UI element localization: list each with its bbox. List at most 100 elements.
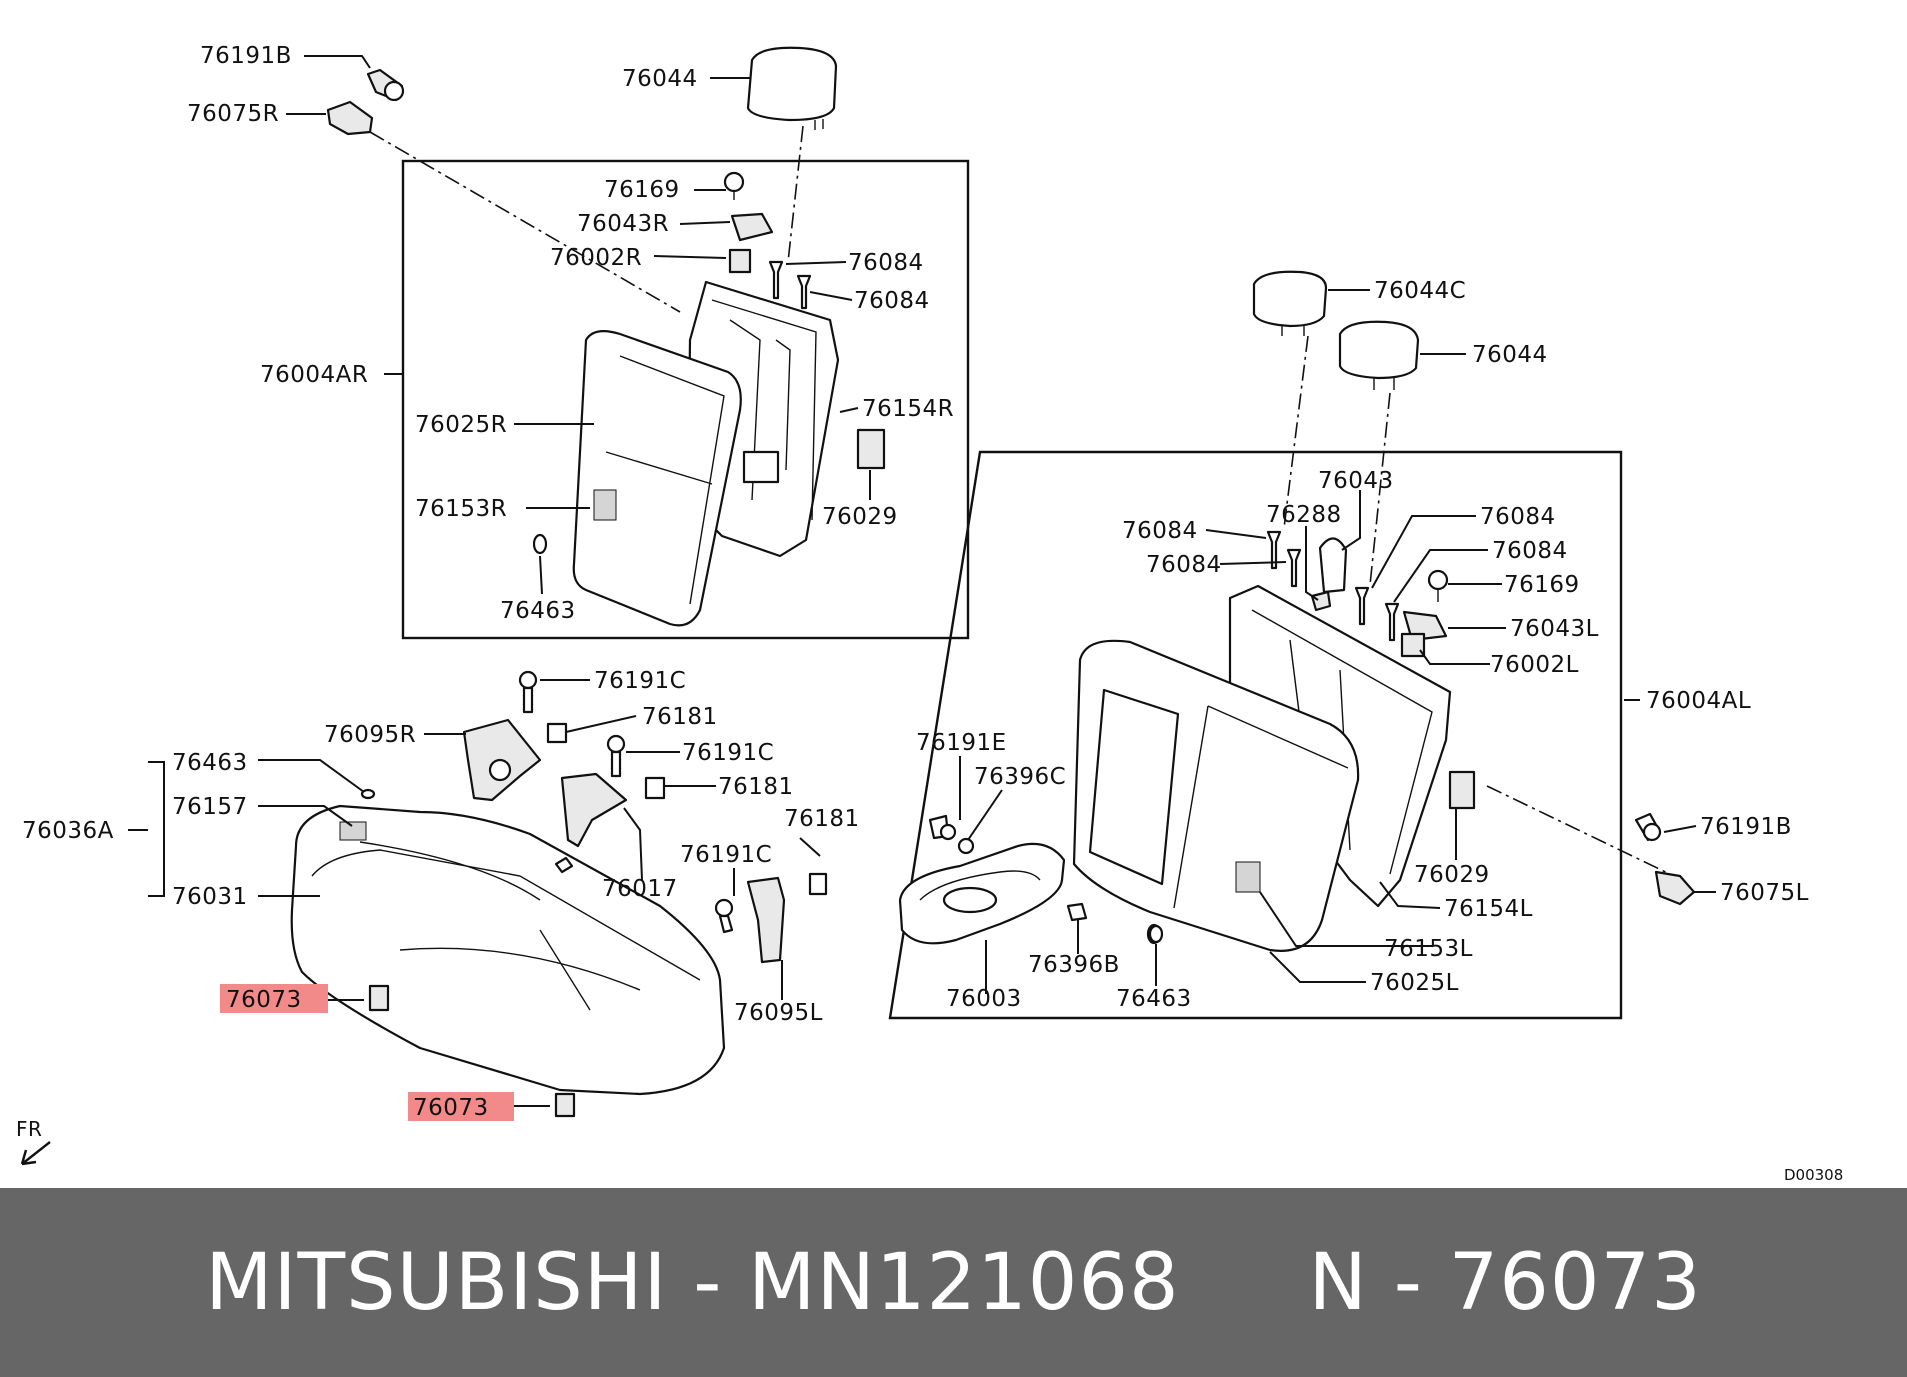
label-76084-e: 76084 xyxy=(1480,504,1556,530)
ring-76463-left xyxy=(1148,924,1164,944)
bolt-76191B-right xyxy=(1634,812,1662,842)
bolt-76191B-top xyxy=(366,68,405,102)
screw-76169-right xyxy=(723,171,745,200)
nut-76396C xyxy=(957,837,975,855)
label-76044C: 76044C xyxy=(1374,278,1466,304)
label-76084-f: 76084 xyxy=(1492,538,1568,564)
ring-76463-right xyxy=(532,533,548,555)
label-76396C: 76396C xyxy=(974,764,1066,790)
clip-76288 xyxy=(1310,590,1332,612)
label-76396B: 76396B xyxy=(1028,952,1120,978)
headrest-76044-left xyxy=(1338,320,1420,390)
hook-76043 xyxy=(1318,537,1348,594)
label-76004AR: 76004AR xyxy=(260,362,368,388)
label-76191B-top: 76191B xyxy=(200,43,292,69)
bolt-76191C-a xyxy=(518,670,538,714)
clip-76073-b xyxy=(554,1092,576,1118)
label-76031: 76031 xyxy=(172,884,248,910)
bolt-76191C-b xyxy=(606,734,626,778)
label-76181-c: 76181 xyxy=(784,806,860,832)
front-label: FR xyxy=(16,1117,42,1141)
label-76169-right: 76169 xyxy=(604,177,680,203)
headrest-76044C xyxy=(1252,270,1328,336)
clip-76029-right xyxy=(856,428,886,470)
cover-76075R xyxy=(326,100,374,136)
label-76029-left: 76029 xyxy=(1414,862,1490,888)
label-76075R: 76075R xyxy=(187,101,279,127)
hinge-76095R xyxy=(462,718,542,802)
label-76191C-b: 76191C xyxy=(682,740,774,766)
label-76002R: 76002R xyxy=(550,245,642,271)
highlight-76073-b xyxy=(408,1092,514,1121)
label-76463-right: 76463 xyxy=(500,598,576,624)
part-title: MITSUBISHI - MN121068 N - 76073 xyxy=(205,1237,1702,1328)
clip-76029-left xyxy=(1448,770,1476,810)
label-76191E: 76191E xyxy=(916,730,1007,756)
label-76169-left: 76169 xyxy=(1504,572,1580,598)
label-76044-left: 76044 xyxy=(1472,342,1548,368)
label-76157: 76157 xyxy=(172,794,248,820)
clip-76073-a xyxy=(368,984,390,1012)
bolt-76191E xyxy=(928,814,957,841)
highlight-76073-a xyxy=(220,984,328,1013)
label-76025L: 76025L xyxy=(1370,970,1459,996)
nut-76181-c xyxy=(808,872,828,896)
label-76036A: 76036A xyxy=(22,818,114,844)
knob-76043R xyxy=(730,212,774,242)
right-seatback-frame xyxy=(401,159,970,640)
seat-cushion-76031 xyxy=(290,788,726,1096)
armrest-76003 xyxy=(898,842,1066,945)
clip-76396B xyxy=(1066,902,1088,922)
label-76002L: 76002L xyxy=(1490,652,1579,678)
latch-76002L xyxy=(1400,632,1426,658)
label-76191C-c: 76191C xyxy=(680,842,772,868)
label-76191C-a: 76191C xyxy=(594,668,686,694)
label-76003: 76003 xyxy=(946,986,1022,1012)
label-76181-a: 76181 xyxy=(642,704,718,730)
label-76154L: 76154L xyxy=(1444,896,1533,922)
nut-76181-a xyxy=(546,722,568,744)
label-76004AL: 76004AL xyxy=(1646,688,1751,714)
label-76463-cushion: 76463 xyxy=(172,750,248,776)
pins-76084-right xyxy=(768,260,812,310)
label-76154R: 76154R xyxy=(862,396,954,422)
label-76095L: 76095L xyxy=(734,1000,823,1026)
bolt-76191C-c xyxy=(714,898,734,934)
left-seatback-frame xyxy=(888,450,1623,1020)
label-76084-b: 76084 xyxy=(854,288,930,314)
label-76043: 76043 xyxy=(1318,468,1394,494)
label-76084-c: 76084 xyxy=(1122,518,1198,544)
label-76288: 76288 xyxy=(1266,502,1342,528)
screw-76169-left xyxy=(1427,569,1449,602)
label-76043R: 76043R xyxy=(577,211,669,237)
label-76025R: 76025R xyxy=(415,412,507,438)
hinge-76095L xyxy=(746,876,786,964)
label-76029-right: 76029 xyxy=(822,504,898,530)
label-76463-left: 76463 xyxy=(1116,986,1192,1012)
nut-76181-b xyxy=(644,776,666,800)
bracket-76017 xyxy=(560,772,628,848)
label-76181-b: 76181 xyxy=(718,774,794,800)
drawing-code: D00308 xyxy=(1784,1166,1843,1184)
label-76043L: 76043L xyxy=(1510,616,1599,642)
label-76153R: 76153R xyxy=(415,496,507,522)
latch-76002R xyxy=(728,248,752,274)
label-76084-d: 76084 xyxy=(1146,552,1222,578)
label-76075L: 76075L xyxy=(1720,880,1809,906)
label-76191B-right: 76191B xyxy=(1700,814,1792,840)
label-76095R: 76095R xyxy=(324,722,416,748)
label-76073-a: 76073 xyxy=(226,987,302,1013)
footer-bar: MITSUBISHI - MN121068 N - 76073 xyxy=(0,1188,1907,1377)
seatback-cushion-76025R xyxy=(572,329,742,627)
seatback-cushion-76025L xyxy=(1072,639,1360,952)
label-76073-b: 76073 xyxy=(413,1095,489,1121)
headrest-76044-right xyxy=(746,46,838,130)
label-76153L: 76153L xyxy=(1384,936,1473,962)
cover-76075L xyxy=(1654,870,1696,906)
label-76044-top: 76044 xyxy=(622,66,698,92)
parts-diagram: 76191B 76075R 76044 76169 76043R 76002R … xyxy=(16,43,1844,1184)
pins-76084-left xyxy=(1266,530,1400,642)
front-arrow-icon xyxy=(20,1141,51,1166)
front-direction-indicator: FR xyxy=(16,1117,51,1166)
label-76084-a: 76084 xyxy=(848,250,924,276)
